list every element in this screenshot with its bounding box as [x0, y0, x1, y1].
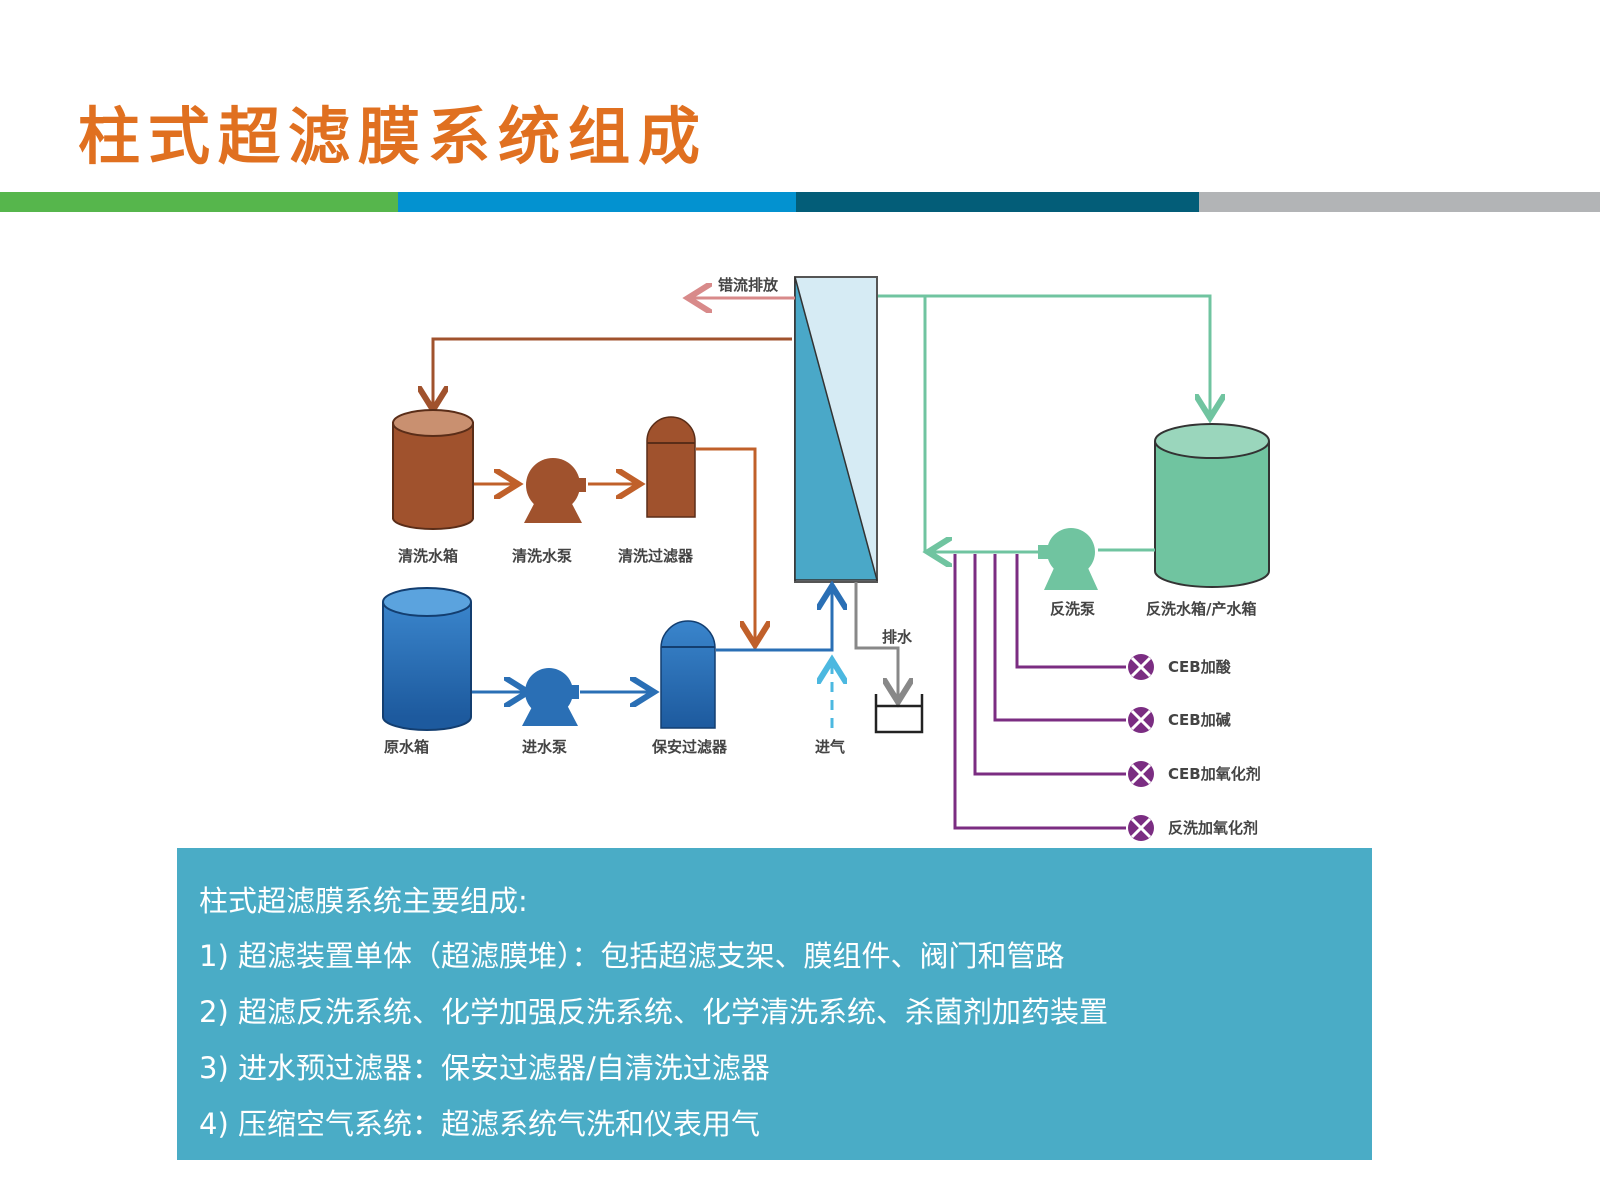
backwash-tank: [1154, 423, 1270, 588]
valve-icon-backwash-oxidant: [1128, 815, 1154, 841]
label-security-filter: 保安过滤器: [651, 738, 728, 756]
label-cleaning-pump: 清洗水泵: [512, 547, 572, 565]
label-drain: 排水: [882, 628, 913, 646]
label-backwash-oxidant: 反洗加氧化剂: [1168, 819, 1258, 837]
valve-icon-ceb-acid: [1128, 654, 1154, 680]
stripe-green: [0, 192, 398, 212]
feed-supply-line: [716, 586, 832, 652]
stripe-dark-teal: [796, 192, 1199, 212]
slide-title: 柱式超滤膜系统组成: [78, 100, 709, 173]
label-ceb-acid: CEB加酸: [1168, 658, 1232, 676]
raw-water-tank: [382, 587, 472, 731]
info-heading: 柱式超滤膜系统主要组成:: [199, 884, 528, 918]
chemical-dosing-lines: [953, 554, 1126, 830]
info-item: 2) 超滤反洗系统、化学加强反洗系统、化学清洗系统、杀菌剂加药装置: [199, 995, 1108, 1029]
label-ceb-oxidant: CEB加氧化剂: [1168, 765, 1261, 783]
label-air-inlet: 进气: [815, 738, 845, 756]
backwash-pump: [1038, 528, 1098, 590]
security-filter: [660, 620, 716, 729]
stripe-gray: [1199, 192, 1600, 212]
label-backwash-pump: 反洗泵: [1050, 600, 1095, 618]
uf-membrane-module: [794, 276, 878, 583]
info-item: 1) 超滤装置单体（超滤膜堆）：包括超滤支架、膜组件、阀门和管路: [199, 939, 1065, 973]
valve-icon-ceb-oxidant: [1128, 761, 1154, 787]
label-feed-pump: 进水泵: [522, 738, 567, 756]
info-box: 柱式超滤膜系统主要组成: 1) 超滤装置单体（超滤膜堆）：包括超滤支架、膜组件、…: [177, 848, 1372, 1160]
label-cleaning-tank: 清洗水箱: [398, 547, 458, 565]
feed-pump: [522, 668, 579, 726]
info-item: 3) 进水预过滤器：保安过滤器/自清洗过滤器: [199, 1051, 770, 1085]
label-backwash-tank: 反洗水箱/产水箱: [1146, 600, 1256, 618]
label-cleaning-filter: 清洗过滤器: [618, 547, 694, 565]
drain-line: [854, 582, 898, 702]
drain-basin: [874, 694, 924, 734]
cleaning-filter: [646, 416, 696, 518]
valve-icon-ceb-alkali: [1128, 707, 1154, 733]
cleaning-tank: [392, 409, 474, 530]
reject-discharge-line: 错流排放: [688, 276, 795, 298]
product-water-line: [878, 294, 1210, 418]
cleaning-supply-line: [696, 447, 755, 645]
cleaning-return-line: [433, 337, 792, 410]
stripe-blue: [398, 192, 796, 212]
label-raw-water-tank: 原水箱: [384, 738, 429, 756]
info-item: 4) 压缩空气系统：超滤系统气洗和仪表用气: [199, 1107, 760, 1141]
label-ceb-alkali: CEB加碱: [1168, 711, 1231, 729]
label-reject-discharge: 错流排放: [718, 276, 779, 294]
cleaning-pump: [524, 458, 586, 523]
